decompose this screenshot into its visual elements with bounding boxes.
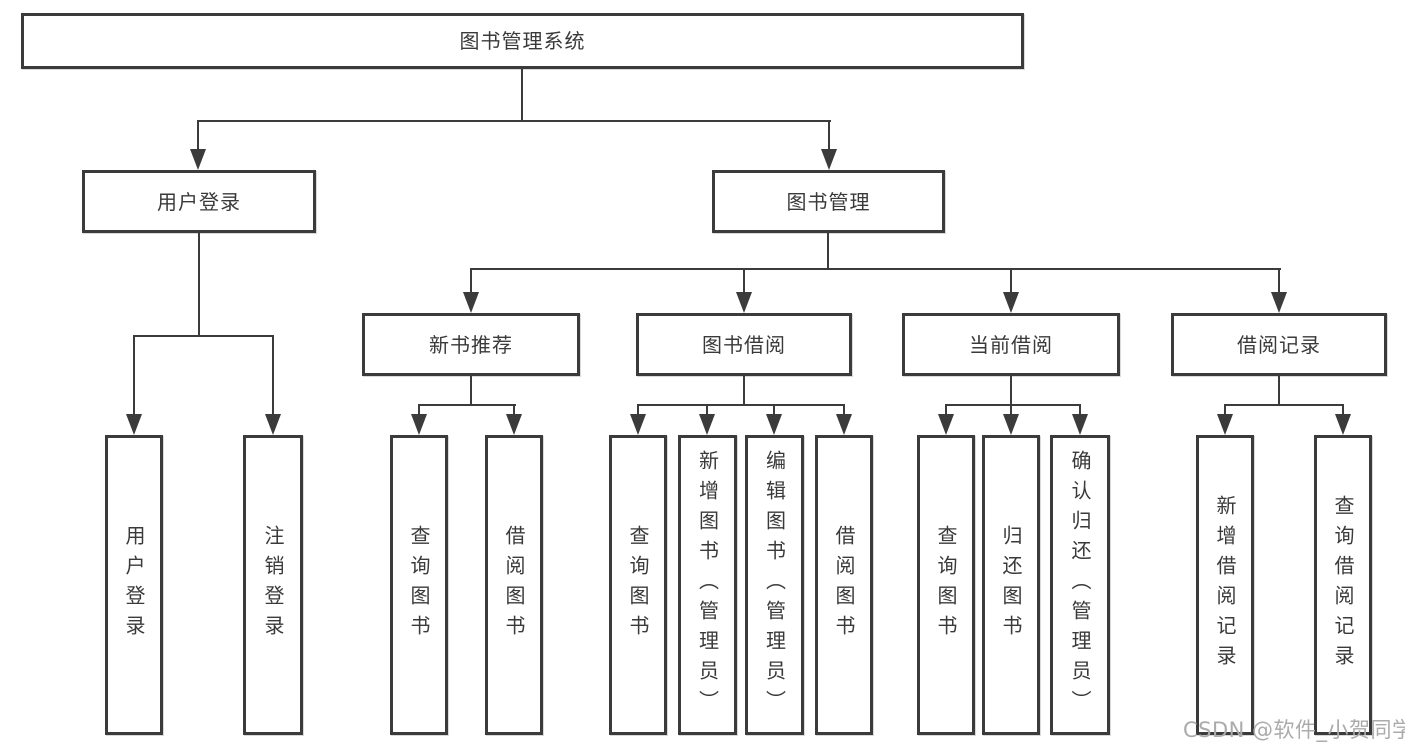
arrow-down-icon xyxy=(836,414,852,435)
arrow-down-icon xyxy=(938,414,954,435)
leaf-bb-borrow-books: 借阅图书 xyxy=(815,435,873,735)
leaf-cb-query-books: 查询图书 xyxy=(917,435,975,735)
connector-drop-section xyxy=(1278,268,1280,296)
arrow-down-icon xyxy=(265,414,281,435)
node-borrow-records: 借阅记录 xyxy=(1171,313,1387,376)
arrow-down-icon xyxy=(821,149,837,170)
connector-section-stem xyxy=(470,375,472,406)
leaf-cb-return-books-label: 归还图书 xyxy=(999,525,1023,645)
connector-drop-book-management xyxy=(828,120,830,152)
arrow-down-icon xyxy=(1271,292,1287,313)
connector-drop-leaf xyxy=(1010,404,1012,418)
connector-user-login-rail xyxy=(133,335,274,337)
arrow-down-icon xyxy=(1217,414,1233,435)
connector-section-stem xyxy=(743,375,745,406)
connector-drop-leaf xyxy=(945,404,947,418)
csdn-watermark: CSDN @软件_小贺同学 xyxy=(1183,718,1405,742)
leaf-logout: 注销登录 xyxy=(243,435,303,735)
connector-root-rail xyxy=(197,120,831,122)
leaf-nb-borrow-books: 借阅图书 xyxy=(485,435,543,735)
node-new-book-recommend-label: 新书推荐 xyxy=(429,332,513,357)
leaf-user-login: 用户登录 xyxy=(105,435,163,735)
leaf-bb-query-books-label: 查询图书 xyxy=(626,525,650,645)
arrow-down-icon xyxy=(190,149,206,170)
arrow-down-icon xyxy=(463,292,479,313)
arrow-down-icon xyxy=(766,414,782,435)
leaf-nb-query-books: 查询图书 xyxy=(390,435,448,735)
leaf-user-login-label: 用户登录 xyxy=(122,525,146,645)
connector-drop-leaf xyxy=(1224,404,1226,418)
connector-drop-leaf xyxy=(418,404,420,418)
connector-drop-leaf xyxy=(706,404,708,418)
arrow-down-icon xyxy=(1072,414,1088,435)
connector-drop-section xyxy=(1010,268,1012,296)
leaf-nb-query-books-label: 查询图书 xyxy=(407,525,431,645)
leaf-br-query-record: 查询借阅记录 xyxy=(1314,435,1372,735)
arrow-down-icon xyxy=(736,292,752,313)
connector-drop-leaf xyxy=(1079,404,1081,418)
connector-subrail-borrow xyxy=(637,404,845,406)
arrow-down-icon xyxy=(506,414,522,435)
leaf-bb-add-books-admin-label: 新增图书（管理员） xyxy=(695,450,720,720)
node-new-book-recommend: 新书推荐 xyxy=(362,313,580,376)
connector-section-stem xyxy=(1278,375,1280,406)
leaf-nb-borrow-books-label: 借阅图书 xyxy=(502,525,526,645)
leaf-bb-add-books-admin: 新增图书（管理员） xyxy=(678,435,737,735)
connector-drop-leaf xyxy=(1342,404,1344,418)
leaf-cb-confirm-return-admin: 确认归还（管理员） xyxy=(1050,435,1110,735)
node-borrow-records-label: 借阅记录 xyxy=(1237,332,1321,357)
arrow-down-icon xyxy=(1003,292,1019,313)
connector-drop-leaf xyxy=(513,404,515,418)
leaf-cb-query-books-label: 查询图书 xyxy=(934,525,958,645)
connector-drop-section xyxy=(743,268,745,296)
node-root-label: 图书管理系统 xyxy=(459,29,586,53)
arrow-down-icon xyxy=(1003,414,1019,435)
node-user-login-label: 用户登录 xyxy=(157,189,241,214)
connector-drop-leaf xyxy=(773,404,775,418)
connector-level3-rail xyxy=(470,268,1281,270)
node-current-borrow-label: 当前借阅 xyxy=(969,332,1053,357)
leaf-bb-edit-books-admin: 编辑图书（管理员） xyxy=(745,435,804,735)
leaf-bb-query-books: 查询图书 xyxy=(609,435,667,735)
node-book-management: 图书管理 xyxy=(712,170,945,233)
connector-drop-user-login xyxy=(197,120,199,152)
leaf-bb-edit-books-admin-label: 编辑图书（管理员） xyxy=(762,450,787,720)
node-book-borrow-label: 图书借阅 xyxy=(702,332,786,357)
connector-drop-leaf xyxy=(272,335,274,418)
connector-drop-leaf xyxy=(843,404,845,418)
node-book-borrow: 图书借阅 xyxy=(636,313,852,376)
arrow-down-icon xyxy=(126,414,142,435)
connector-user-login-stem xyxy=(198,232,200,337)
leaf-br-query-record-label: 查询借阅记录 xyxy=(1331,495,1355,675)
connector-book-management-stem xyxy=(827,232,829,270)
connector-subrail-records xyxy=(1224,404,1344,406)
connector-section-stem xyxy=(1010,375,1012,406)
leaf-br-add-record-label: 新增借阅记录 xyxy=(1213,495,1237,675)
node-current-borrow: 当前借阅 xyxy=(902,313,1120,376)
leaf-cb-confirm-return-admin-label: 确认归还（管理员） xyxy=(1068,450,1092,720)
arrow-down-icon xyxy=(411,414,427,435)
connector-drop-leaf xyxy=(637,404,639,418)
leaf-bb-borrow-books-label: 借阅图书 xyxy=(832,525,856,645)
node-user-login: 用户登录 xyxy=(82,170,316,233)
arrow-down-icon xyxy=(1335,414,1351,435)
connector-subrail-recommend xyxy=(418,404,516,406)
connector-drop-section xyxy=(470,268,472,296)
arrow-down-icon xyxy=(630,414,646,435)
leaf-br-add-record: 新增借阅记录 xyxy=(1196,435,1254,735)
connector-subrail-current xyxy=(945,404,1081,406)
node-root: 图书管理系统 xyxy=(21,13,1024,69)
connector-root-stem xyxy=(521,68,523,122)
leaf-logout-label: 注销登录 xyxy=(261,525,285,645)
node-book-management-label: 图书管理 xyxy=(786,189,871,214)
leaf-cb-return-books: 归还图书 xyxy=(982,435,1040,735)
connector-drop-leaf xyxy=(133,335,135,418)
arrow-down-icon xyxy=(699,414,715,435)
